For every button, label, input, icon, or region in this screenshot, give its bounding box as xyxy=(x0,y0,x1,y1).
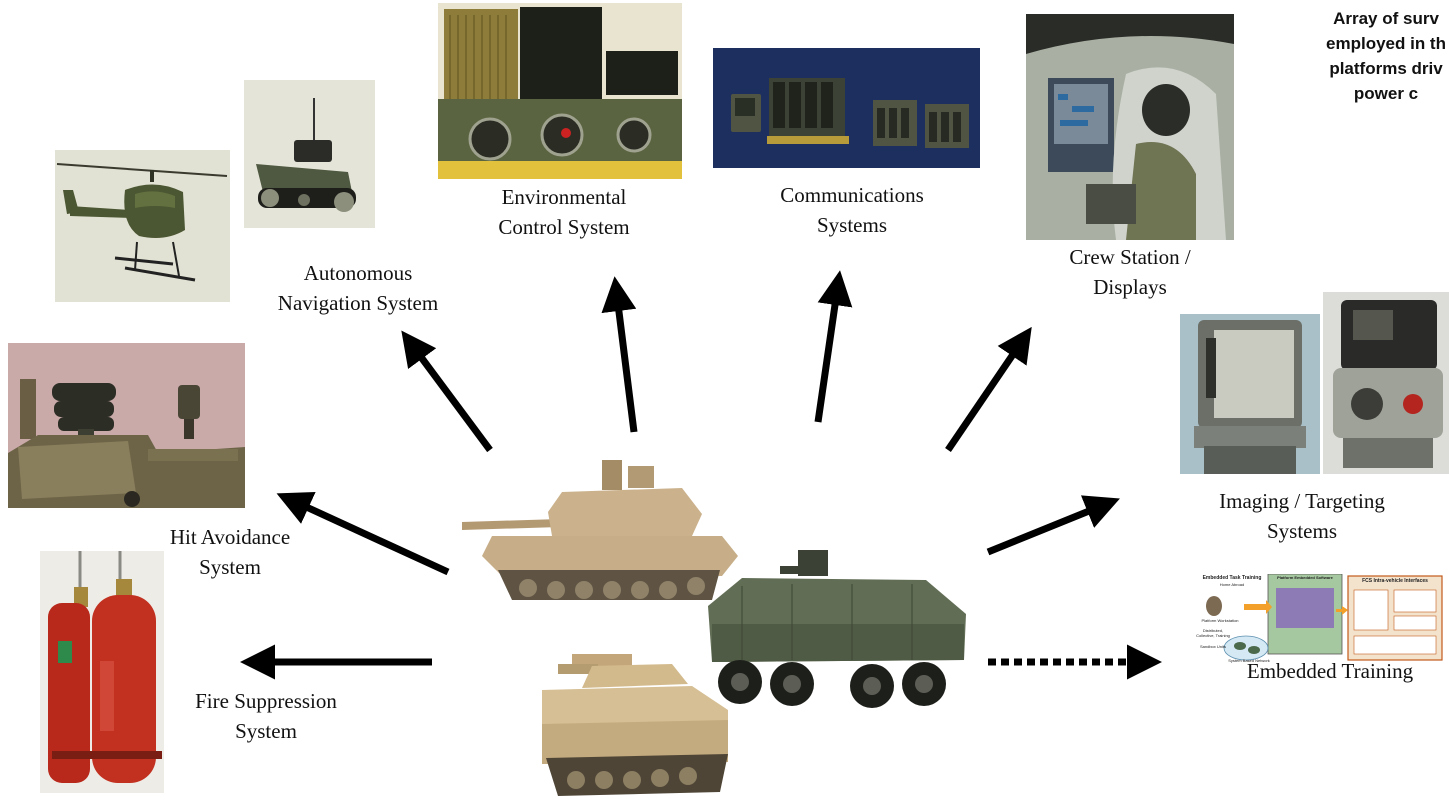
label-communications: Communications Systems xyxy=(780,183,924,237)
label-environmental-control: Environmental Control System xyxy=(498,185,630,239)
crew-station-image xyxy=(1026,14,1234,240)
training-distributed-sub: Sandbox Units xyxy=(1199,644,1226,649)
training-platform-label: Platform Workstation xyxy=(1201,618,1239,623)
caption-line: Array of surv xyxy=(1333,9,1439,28)
training-left-title: Embedded Task Training xyxy=(1202,575,1262,581)
arrow-to-imaging-targeting xyxy=(986,495,1120,556)
arrow-to-crew-station xyxy=(945,326,1032,452)
communications-image xyxy=(713,48,980,168)
caption-line: power c xyxy=(1353,84,1419,103)
arrow-to-communications xyxy=(814,270,853,423)
helicopter-uav-image xyxy=(55,150,230,302)
label-imaging-targeting: Imaging / Targeting Systems xyxy=(1219,489,1385,543)
arrow-to-autonomous-navigation xyxy=(401,330,493,453)
environmental-control-image xyxy=(438,3,682,179)
arrow-to-hit-avoidance xyxy=(276,492,450,576)
label-embedded-training: Embedded Training xyxy=(1246,659,1414,683)
training-distributed-label: Distributed, Collective, Training xyxy=(1196,628,1230,638)
fire-suppression-image xyxy=(40,551,164,793)
training-middle-title: Platform Embedded Software xyxy=(1277,575,1333,580)
label-hit-avoidance: Hit Avoidance System xyxy=(169,525,291,579)
hit-avoidance-image xyxy=(8,343,245,508)
stryker-vehicle-image xyxy=(702,544,972,714)
bradley-vehicle-image xyxy=(532,640,732,800)
caption-line: platforms driv xyxy=(1329,59,1443,78)
label-autonomous-navigation: Autonomous Navigation System xyxy=(277,261,439,315)
arrow-to-environmental-control xyxy=(601,276,638,433)
targeting-sensor-image xyxy=(1323,292,1449,474)
label-fire-suppression: Fire Suppression System xyxy=(195,689,337,743)
training-right-title: FCS Intra-vehicle Interfaces xyxy=(1362,578,1428,584)
training-left-subtitle: Home Abroad xyxy=(1219,582,1245,587)
robot-vehicle-image xyxy=(244,80,375,228)
training-network-label: System Based Network xyxy=(1228,658,1270,663)
caption-line: employed in th xyxy=(1326,34,1446,53)
diagram-caption: Array of surv employed in th platforms d… xyxy=(1236,6,1449,106)
embedded-training-diagram: Embedded Task Training Home Abroad Platf… xyxy=(1196,574,1444,664)
label-crew-station: Crew Station / Displays xyxy=(1069,245,1191,299)
imaging-sensor-image xyxy=(1180,314,1320,474)
abrams-tank-image xyxy=(452,452,742,610)
